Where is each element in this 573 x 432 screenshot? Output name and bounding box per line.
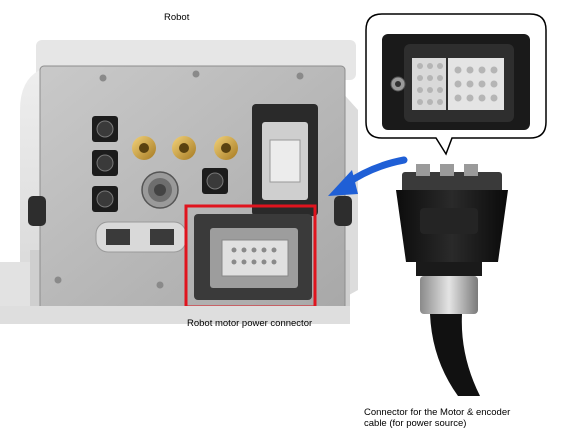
robot-motor-power-connector-label: Robot motor power connector bbox=[187, 318, 313, 329]
brass-air-fittings bbox=[132, 136, 238, 160]
cable-connector-label-line1: Connector for the Motor & encoder bbox=[364, 407, 511, 418]
robot-upper-power-connector bbox=[252, 104, 318, 216]
cable-connector-label-line2: cable (for power source) bbox=[364, 418, 467, 429]
speech-bubble-callout bbox=[365, 13, 547, 156]
mounting-base bbox=[0, 306, 350, 324]
robot-label: Robot bbox=[164, 12, 190, 23]
small-circular-connectors bbox=[92, 116, 228, 212]
robot-motor-power-connector bbox=[194, 214, 312, 300]
side-bumpers bbox=[28, 196, 352, 226]
ethernet-ports bbox=[95, 221, 187, 253]
cable-connector bbox=[396, 164, 508, 396]
large-circular-connector bbox=[141, 171, 179, 209]
curved-arrow-icon bbox=[328, 156, 408, 196]
cable-connector-label: Connector for the Motor & encoder cable … bbox=[364, 407, 510, 429]
